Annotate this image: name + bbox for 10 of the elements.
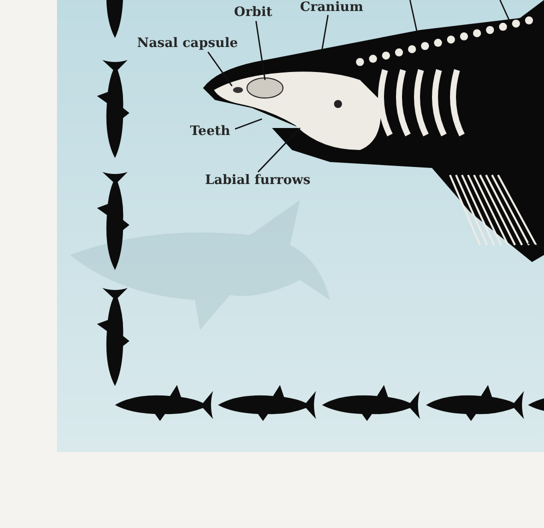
part-label: Teeth: [190, 124, 230, 139]
leader-line: [234, 118, 262, 130]
part-label: Nasal capsule: [137, 36, 238, 51]
part-label: Labial furrows: [205, 173, 310, 188]
leader-line: [255, 20, 266, 80]
leader-line: [258, 128, 300, 172]
leader-line: [207, 52, 233, 86]
leader-line: [321, 14, 329, 50]
part-label: Cranium: [300, 0, 364, 15]
part-label: Orbit: [234, 5, 272, 20]
